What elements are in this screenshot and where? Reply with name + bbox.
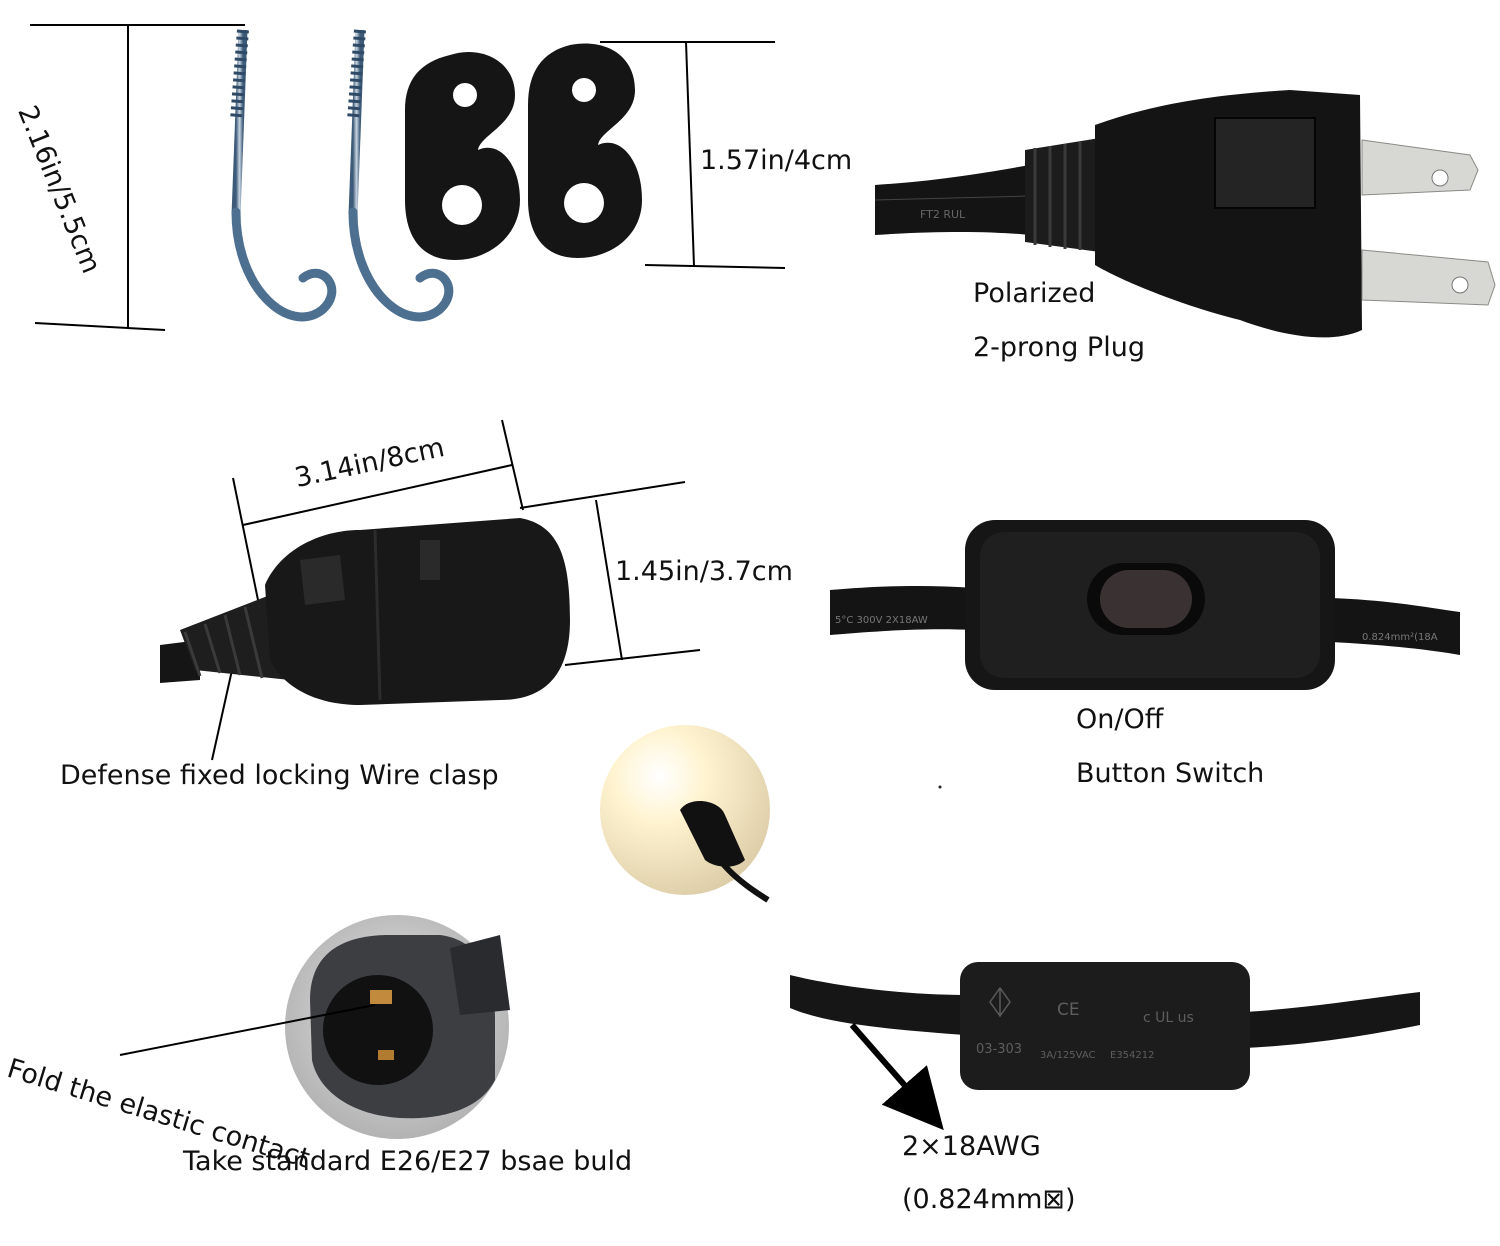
- ul-mark: c UL us: [1143, 1010, 1194, 1026]
- pointer-line: [119, 1004, 376, 1056]
- rating-text: 3A/125VAC: [1040, 1050, 1096, 1061]
- plug-label-line2: 2-prong Plug: [973, 332, 1145, 363]
- socket-interior-photo: [285, 915, 510, 1139]
- bulb-type-label: Take standard E26/E27 bsae buld: [183, 1146, 633, 1177]
- cord-print: 0.824mm²(18A: [1362, 632, 1438, 643]
- file-number: E354212: [1110, 1050, 1155, 1061]
- wire-clasp-label: Defense fixed locking Wire clasp: [60, 760, 499, 791]
- switch-label-line1: On/Off: [1076, 704, 1164, 735]
- lit-bulb-photo: [600, 725, 770, 903]
- switch-label-line2: Button Switch: [1076, 758, 1265, 789]
- wire-gauge-line2: (0.824mm⊠): [902, 1184, 1076, 1215]
- dimension-lines-socket: [211, 419, 701, 761]
- lamp-socket-icon: [160, 518, 570, 705]
- ceiling-hook-icon: [347, 29, 454, 322]
- clip-height-label: 1.57in/4cm: [700, 145, 853, 176]
- stray-dot: [938, 785, 942, 789]
- socket-height-label: 1.45in/3.7cm: [615, 556, 793, 587]
- plug-icon: FT2 RUL: [874, 90, 1496, 338]
- ceiling-hook-icon: [230, 29, 337, 322]
- wire-gauge-line1: 2×18AWG: [902, 1131, 1041, 1162]
- inline-switch-icon: CE c UL us 03-303 3A/125VAC E354212: [790, 962, 1420, 1090]
- rocker-switch-icon: 5°C 300V 2X18AW 0.824mm²(18A: [830, 520, 1460, 690]
- cord-print: FT2 RUL: [920, 208, 966, 221]
- ce-mark: CE: [1057, 1000, 1080, 1020]
- pointer-arrow: [849, 1023, 944, 1131]
- cord-print: 5°C 300V 2X18AW: [835, 615, 928, 626]
- plug-label-line1: Polarized: [973, 278, 1096, 309]
- cord-clip-icon: [528, 43, 642, 258]
- dimension-lines-hooks: [30, 24, 786, 331]
- cord-clip-icon: [405, 51, 520, 261]
- model-number: 03-303: [976, 1042, 1022, 1057]
